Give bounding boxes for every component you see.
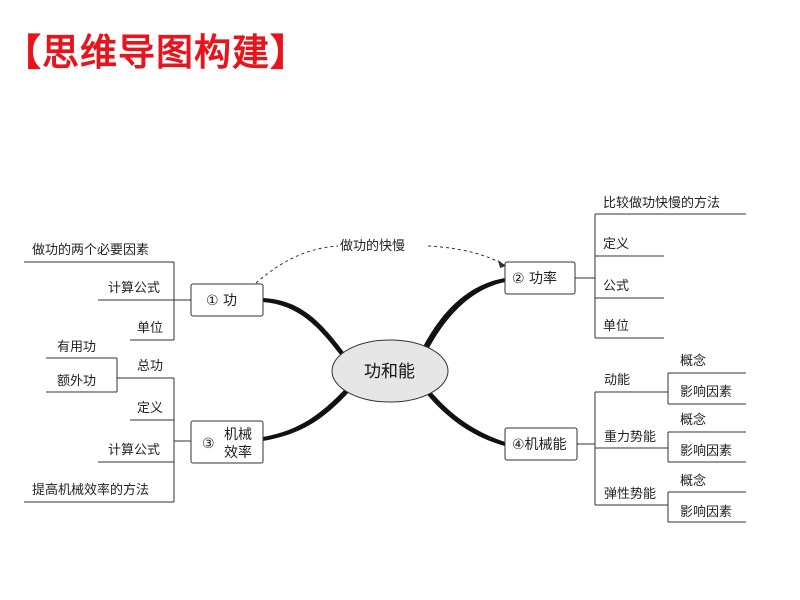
b3-circled: ③ (202, 436, 215, 452)
b2-bracket (575, 214, 596, 338)
b4-group-2: 弹性势能 (604, 486, 656, 502)
center-node (331, 339, 449, 403)
page-title: 【思维导图构建】 (4, 31, 308, 74)
b3-total-work: 总功 (137, 359, 163, 374)
b3-total-sub-1: 额外功 (57, 374, 96, 389)
dashed-link-line-right (427, 245, 507, 267)
b3-total-sub-0: 有用功 (57, 340, 96, 355)
dashed-link-label: 做功的快慢 (340, 238, 405, 254)
b4-group-2-sub-0: 概念 (680, 473, 706, 489)
b3-item-1: 计算公式 (108, 443, 160, 458)
center-label: 功和能 (364, 362, 415, 382)
b1-item-1: 计算公式 (108, 281, 160, 296)
b2-item-3: 单位 (603, 319, 629, 334)
b4-group-1: 重力势能 (604, 429, 656, 445)
connector-center-b1 (263, 298, 346, 360)
b3-label-line1: 机械 (224, 427, 252, 443)
b2-item-0: 比较做功快慢的方法 (603, 195, 720, 211)
b1-item-2: 单位 (137, 321, 163, 336)
dashed-link-line (255, 245, 339, 284)
connector-center-b4 (424, 388, 505, 446)
b3-node (190, 420, 264, 464)
b2-item-1: 定义 (603, 237, 629, 252)
b1-item-0: 做功的两个必要因素 (32, 242, 149, 258)
connector-center-b3 (263, 388, 350, 441)
b3-total-sub-bracket (116, 358, 130, 392)
b1-bracket (173, 262, 191, 340)
dashed-link-arrowhead (498, 260, 506, 268)
b4-group-0-sub-1: 影响因素 (680, 384, 732, 400)
b4-group-0: 动能 (604, 373, 630, 388)
b3-item-2: 提高机械效率的方法 (32, 482, 149, 498)
b3-item-0: 定义 (137, 401, 163, 416)
b4-bracket (577, 392, 596, 505)
b4-group-2-sub-1: 影响因素 (680, 504, 732, 520)
connector-center-b2 (423, 278, 505, 350)
b2-item-2: 公式 (603, 279, 629, 294)
b4-group-1-sub-0: 概念 (680, 412, 706, 428)
b3-bracket (173, 378, 191, 502)
b3-label-line2: 效率 (224, 444, 252, 461)
b2-label: ② 功率 (512, 270, 557, 287)
b1-label: ① 功 (206, 293, 237, 309)
b4-label: ④机械能 (512, 437, 567, 453)
b4-group-0-sub-0: 概念 (680, 353, 706, 369)
b4-group-1-sub-1: 影响因素 (680, 443, 732, 459)
